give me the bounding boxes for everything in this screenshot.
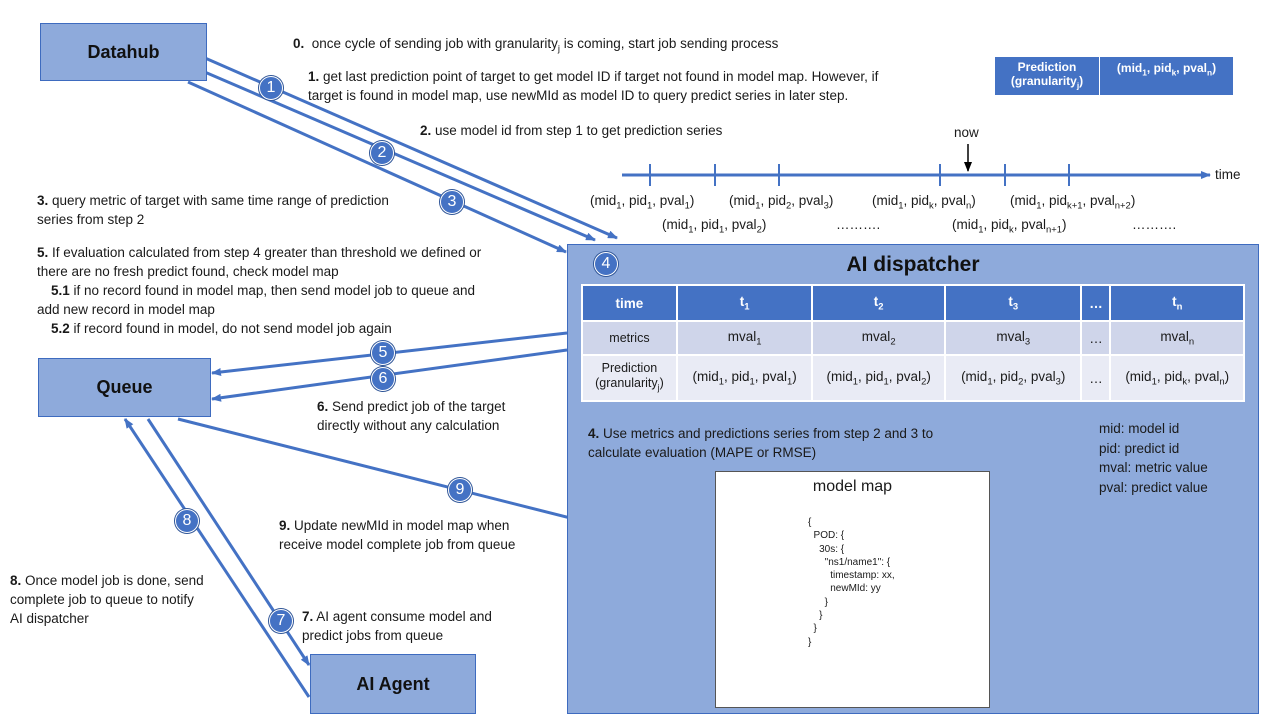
header-cell: tn [1109,284,1245,322]
model-map-box: model map { POD: { 30s: { "ns1/name1": {… [715,471,990,708]
datahub-label: Datahub [87,41,160,62]
table-row: metrics mval1 mval2 mval3 … mvaln [581,320,1245,356]
header-cell: t2 [811,284,946,322]
queue-label: Queue [96,377,153,397]
step-badge-7: 7 [269,609,293,633]
step-badge-4: 4 [594,252,618,276]
header-cell: t3 [943,284,1083,322]
note-step-0: 0. once cycle of sending job with granul… [293,36,779,55]
legend-table: Prediction(granularityj) (mid1, pidk, pv… [994,56,1234,96]
header-cell: time [581,284,678,322]
header-cell: t1 [675,284,814,322]
step-badge-8: 8 [175,509,199,533]
glossary: mid: model id pid: predict id mval: metr… [1099,419,1208,497]
ai-agent-box: AI Agent [310,654,476,714]
glossary-item: mid: model id [1099,421,1180,436]
table-row: Prediction(granularityj) (mid1, pid1, pv… [581,354,1245,402]
glossary-item: mval: metric value [1099,460,1208,475]
table-cell: mval1 [675,320,814,356]
timeline-label: (mid1, pidk+1, pvaln+2) [1010,193,1136,212]
timeline-label: (mid1, pidk, pvaln+1) [952,217,1067,236]
row-label-metrics: metrics [581,320,678,356]
time-axis-label: time [1215,167,1241,182]
note-step-8: 8. Once model job is done, send complete… [10,573,204,626]
glossary-item: pid: predict id [1099,440,1180,456]
note-step-5: 5. If evaluation calculated from step 4 … [37,245,482,336]
note-step-9: 9. Update newMId in model map when recei… [279,518,516,552]
arrow-step-3 [187,80,567,254]
model-map-title: model map [812,478,893,495]
table-cell: mval3 [943,320,1083,356]
queue-box: Queue [38,358,211,417]
step-badge-2: 2 [370,141,394,165]
note-step-3: 3. query metric of target with same time… [37,193,389,227]
now-label: now [954,125,979,140]
model-map-json: { POD: { 30s: { "ns1/name1": { timestamp… [808,517,895,648]
arrow-step-8 [123,418,311,698]
step-badge-1: 1 [259,76,283,100]
step-badge-3: 3 [440,190,464,214]
timeline-label: (mid1, pid2, pval3) [729,193,834,212]
legend-value-cell: (mid1, pidk, pvaln) [1099,56,1234,96]
table-cell: … [1080,320,1112,356]
note-step-2: 2. use model id from step 1 to get predi… [420,123,723,138]
timeline-label: (mid1, pid1, pval1) [590,193,695,212]
step-badge-5: 5 [371,341,395,365]
timeline-ellipsis: ………. [836,217,881,232]
ai-dispatcher-title: AI dispatcher [846,253,980,276]
timeline-label: (mid1, pid1, pval2) [662,217,767,236]
table-cell: (mid1, pid1, pval1) [675,354,814,402]
table-cell: mvaln [1109,320,1245,356]
timeline-label: (mid1, pidk, pvaln) [872,193,976,212]
glossary-item: pval: predict value [1099,479,1208,495]
table-cell: mval2 [811,320,946,356]
row-label-prediction: Prediction(granularityj) [581,354,678,402]
datahub-box: Datahub [40,23,207,81]
table-cell: … [1080,354,1112,402]
note-step-6: 6. Send predict job of the target direct… [317,399,506,433]
table-cell: (mid1, pidk, pvaln) [1109,354,1245,402]
note-step-4: 4. Use metrics and predictions series fr… [588,426,934,460]
step-badge-9: 9 [448,478,472,502]
dispatcher-table: time t1 t2 t3 … tn metrics mval1 mval2 m… [581,284,1245,402]
timeline-ellipsis: ………. [1132,217,1177,232]
table-header-row: time t1 t2 t3 … tn [581,284,1245,322]
note-step-1: 1. get last prediction point of target t… [308,69,879,103]
legend-prediction-cell: Prediction(granularityj) [994,56,1100,96]
ai-agent-label: AI Agent [356,673,430,694]
table-cell: (mid1, pid2, pval3) [943,354,1083,402]
table-cell: (mid1, pid1, pval2) [811,354,946,402]
header-cell: … [1080,284,1112,322]
step-badge-6: 6 [371,367,395,391]
note-step-7: 7. AI agent consume model and predict jo… [302,609,492,643]
